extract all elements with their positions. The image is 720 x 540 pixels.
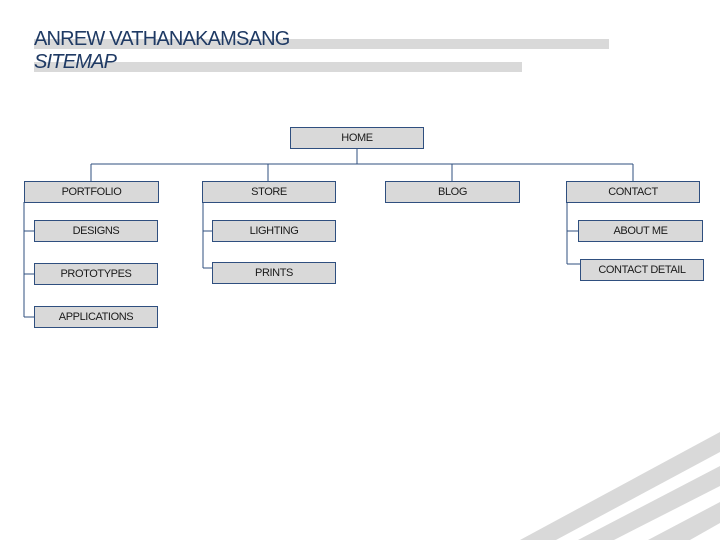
node-store[interactable]: STORE <box>202 181 336 203</box>
subtitle-underline-bar <box>34 62 522 72</box>
node-about-me[interactable]: ABOUT ME <box>578 220 703 242</box>
node-lighting[interactable]: LIGHTING <box>212 220 336 242</box>
node-blog[interactable]: BLOG <box>385 181 520 203</box>
page-subtitle: SITEMAP <box>34 51 117 73</box>
node-contact[interactable]: CONTACT <box>566 181 700 203</box>
node-portfolio[interactable]: PORTFOLIO <box>24 181 159 203</box>
decor-stripe-1 <box>520 432 720 540</box>
node-designs[interactable]: DESIGNS <box>34 220 158 242</box>
title-underline-bar <box>34 39 609 49</box>
node-prints[interactable]: PRINTS <box>212 262 336 284</box>
page-title: ANREW VATHANAKAMSANG <box>34 28 290 50</box>
node-home[interactable]: HOME <box>290 127 424 149</box>
decor-stripe-3 <box>648 502 720 540</box>
node-contact-detail[interactable]: CONTACT DETAIL <box>580 259 704 281</box>
node-prototypes[interactable]: PROTOTYPES <box>34 263 158 285</box>
node-applications[interactable]: APPLICATIONS <box>34 306 158 328</box>
decor-stripe-2 <box>578 466 720 540</box>
